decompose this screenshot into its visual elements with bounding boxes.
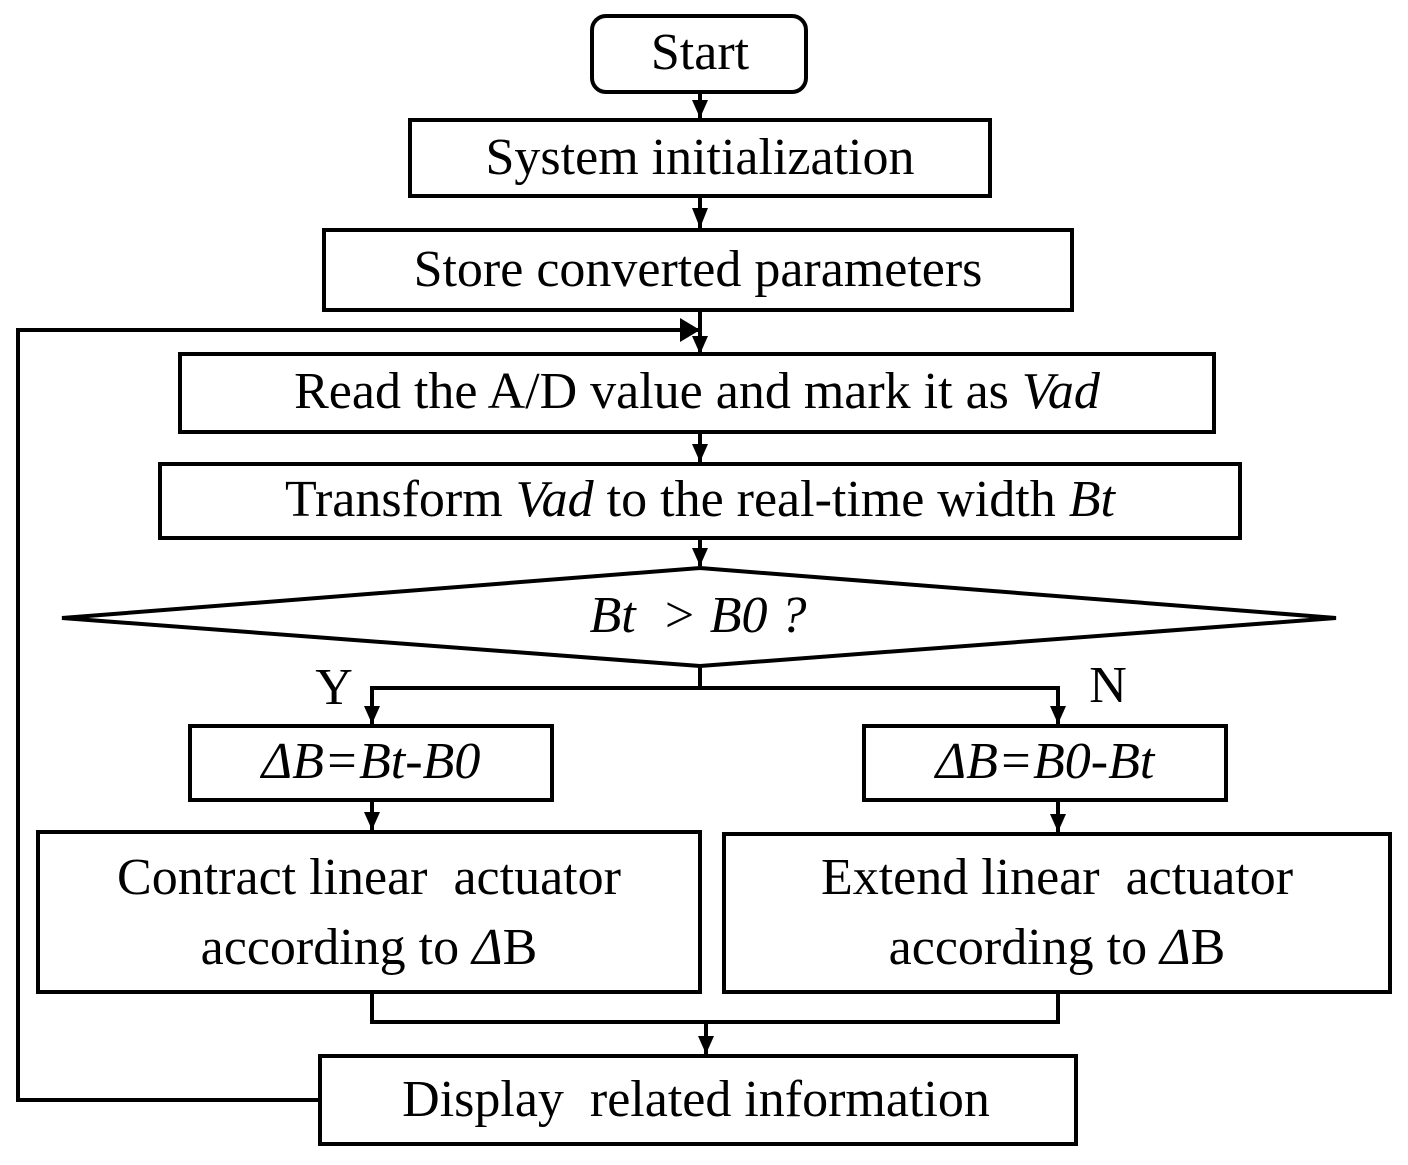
- transform-var-1: Vad: [516, 471, 595, 528]
- contract-label-line2: according to ΔB: [201, 919, 538, 976]
- arrowhead: [698, 1036, 714, 1054]
- display-label: Display related information: [402, 1071, 990, 1128]
- arrowhead: [692, 336, 708, 354]
- no-calc-node: ΔB=B0-Bt: [862, 724, 1228, 802]
- transform-var-2: Bt: [1069, 471, 1117, 528]
- merge-line: [370, 992, 1060, 1024]
- extend-line2-post: B: [1191, 919, 1226, 976]
- decision-label: Bt > B0 ?: [589, 587, 806, 644]
- no-calc-label: ΔB=B0-Bt: [934, 733, 1156, 790]
- contract-label-line1: Contract linear actuator: [117, 849, 621, 906]
- read-label-text: Read the A/D value and mark it as: [294, 363, 1022, 420]
- contract-line2-post: B: [503, 919, 538, 976]
- yes-label: Y: [315, 659, 353, 716]
- transform-text-2: to the real-time width: [594, 471, 1069, 528]
- no-label: N: [1089, 657, 1127, 714]
- arrowhead: [364, 706, 380, 724]
- extend-label-line2: according to ΔB: [889, 919, 1226, 976]
- connectors: [16, 92, 1066, 1102]
- extend-node: Extend linear actuator according to ΔB: [722, 832, 1392, 994]
- contract-node: Contract linear actuator according to ΔB: [36, 830, 702, 994]
- arrowhead: [692, 100, 708, 118]
- start-label: Start: [651, 24, 750, 81]
- transform-label: Transform Vad to the real-time width Bt: [285, 471, 1117, 528]
- yes-calc-node: ΔB=Bt-B0: [188, 724, 554, 802]
- arrowhead: [692, 208, 708, 228]
- arrowhead: [364, 812, 380, 830]
- decision-node: Bt > B0 ?: [61, 565, 1337, 669]
- arrow-yes-branch: [370, 666, 702, 724]
- arrowhead: [1050, 814, 1066, 832]
- arrowhead: [1050, 706, 1066, 724]
- extend-line2-var: Δ: [1158, 919, 1191, 976]
- extend-label-line1: Extend linear actuator: [821, 849, 1293, 906]
- arrowhead: [692, 548, 708, 566]
- transform-text-1: Transform: [285, 471, 516, 528]
- read-label-var: Vad: [1022, 363, 1101, 420]
- arrowhead: [680, 318, 700, 342]
- display-node: Display related information: [318, 1054, 1078, 1146]
- arrowhead: [692, 444, 708, 462]
- extend-line2-text: according to: [889, 919, 1160, 976]
- loop-back-line: [16, 328, 700, 1102]
- init-node: System initialization: [408, 118, 992, 198]
- store-label: Store converted parameters: [414, 241, 983, 298]
- store-node: Store converted parameters: [322, 228, 1074, 312]
- start-node: Start: [590, 14, 808, 94]
- transform-node: Transform Vad to the real-time width Bt: [158, 462, 1242, 540]
- contract-line2-var: Δ: [470, 919, 503, 976]
- arrow-no-branch: [700, 686, 1060, 724]
- read-node: Read the A/D value and mark it as Vad: [178, 352, 1216, 434]
- yes-calc-label: ΔB=Bt-B0: [260, 733, 481, 790]
- contract-line2-text: according to: [201, 919, 472, 976]
- init-label: System initialization: [486, 129, 915, 186]
- read-label: Read the A/D value and mark it as Vad: [294, 363, 1101, 420]
